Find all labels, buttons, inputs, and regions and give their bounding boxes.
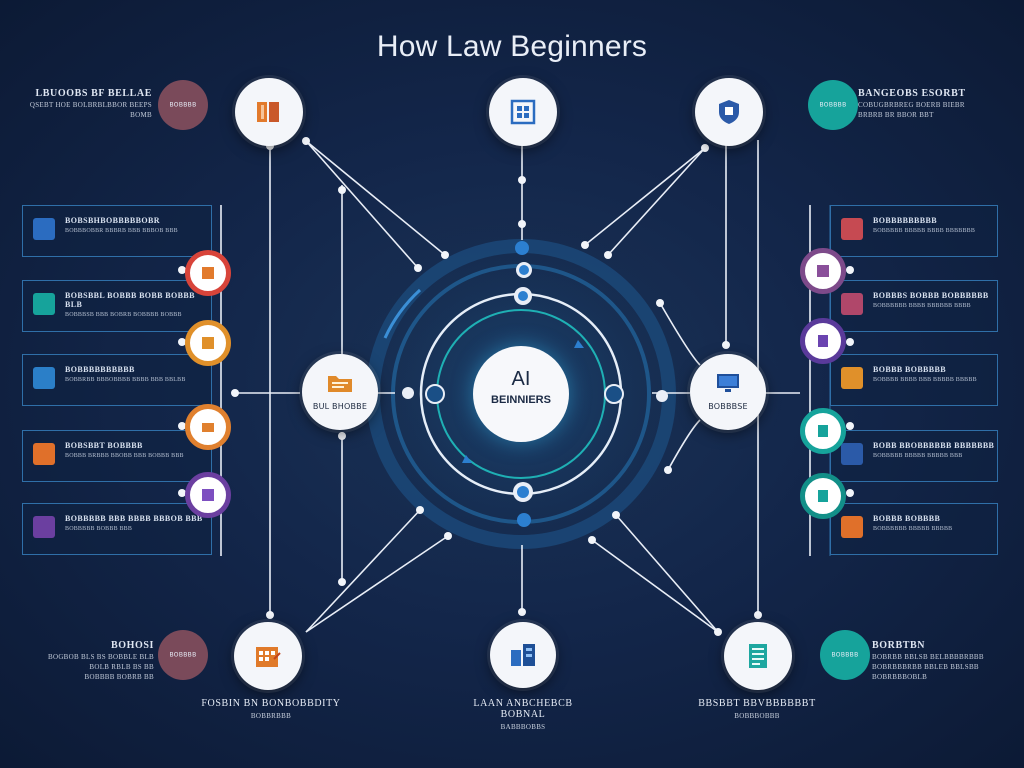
building-icon — [511, 644, 535, 666]
left-panel-4[interactable]: BOBSBBT BOBBBB BOBBB BRBBB BBOBB BBB BOB… — [22, 430, 212, 482]
panel-icon — [33, 367, 55, 389]
ring-small-nodes — [402, 241, 668, 527]
dot-top-right: BOBBBB — [808, 80, 858, 130]
shield-icon — [719, 100, 739, 124]
node-mid-right[interactable]: BOBBBSE — [690, 354, 766, 430]
book-icon — [202, 267, 214, 279]
caption-bottom-left: FOSBIN BN BONBOBBDITY BOBBRBBB — [201, 698, 341, 720]
folder-icon — [202, 423, 214, 432]
grid-icon — [202, 489, 214, 501]
node-top-center[interactable] — [489, 78, 557, 146]
left-badge-1[interactable] — [185, 250, 231, 296]
node-top-left[interactable] — [235, 78, 303, 146]
text-bottom-left: BOHOSI BOGBOB BLS BS BOBBLE BLB BOLB RBL… — [48, 640, 154, 681]
panel-icon — [841, 443, 863, 465]
right-panel-4[interactable]: BOBB BBOBBBBBB BBBBBBB BOBBBBB BBBBB BBB… — [830, 430, 998, 482]
panel-icon — [841, 516, 863, 538]
right-badge-4[interactable] — [800, 473, 846, 519]
document-icon — [749, 644, 767, 668]
right-badge-2[interactable] — [800, 318, 846, 364]
left-badge-4[interactable] — [185, 472, 231, 518]
panel-icon — [33, 443, 55, 465]
center-subtitle: BEINNIERS — [491, 394, 551, 406]
shield-icon — [817, 265, 829, 277]
connector-lines — [220, 140, 831, 633]
right-panel-5[interactable]: BOBBB BOBBBB BOBBBBBB BBBBB BBBBB — [830, 503, 998, 555]
left-badge-2[interactable] — [185, 320, 231, 366]
left-panel-3[interactable]: BOBBBBBBBBBB BOBBRBB BBBOBBBB BBBB BBB B… — [22, 354, 212, 406]
page-title: How Law Beginners — [376, 30, 648, 63]
node-bottom-center[interactable] — [490, 622, 556, 688]
dot-bottom-left: BOBBBB — [158, 630, 208, 680]
left-panel-1[interactable]: BOBSBHBOBBBBBOBR BOBBBOBBR BBBRB BBB BBB… — [22, 205, 212, 257]
panel-icon — [33, 293, 55, 315]
ring-arc-accent — [383, 288, 422, 339]
building-icon — [818, 425, 828, 437]
caption-bottom-center: LAAN ANBCHEBCB BOBNAL BABBBOBBS — [473, 698, 573, 731]
right-panel-1[interactable]: BOBBBBBBBBB BOBBBBB BBBBB BBBB BBBBBBB — [830, 205, 998, 257]
node-bottom-right[interactable] — [724, 622, 792, 690]
calendar-icon — [202, 337, 214, 349]
right-panel-2[interactable]: BOBBBS BOBBB BOBBBBBB BOBBBBBB BBBB BBBB… — [830, 280, 998, 332]
dot-bottom-right: BOBBBB — [820, 630, 870, 680]
caption-bottom-right: BBSBBT BBVBBBBBBT BOBBBOBBB — [698, 698, 816, 720]
left-panel-2[interactable]: BOBSBBL BOBBB BOBB BOBBB BLB BOBBBSB BBB… — [22, 280, 212, 332]
mid-right-label: BOBBBSE — [708, 402, 748, 411]
right-panel-3[interactable]: BOBBB BOBBBBB BOBBBB BBBB BBB BBBBB BBBB… — [830, 354, 998, 406]
grid-icon — [510, 99, 536, 125]
center-title: AI — [511, 368, 531, 390]
mid-left-label: BUL BHOBBE — [312, 402, 368, 411]
left-panel-5[interactable]: BOBBBBB BBB BBBB BBBOB BBB BOBBBBB BOBBB… — [22, 503, 212, 555]
calendar-icon — [256, 647, 281, 667]
text-top-right: BANGEOBS ESORBT COBUGBRBREG BOERB BIEBR … — [858, 88, 966, 119]
book-icon — [257, 102, 279, 122]
panel-icon — [33, 516, 55, 538]
connector-endpoints — [178, 137, 854, 636]
panel-icon — [841, 218, 863, 240]
panel-icon — [841, 293, 863, 315]
node-mid-left[interactable]: BUL BHOBBE — [302, 354, 378, 430]
node-top-right[interactable] — [695, 78, 763, 146]
left-badge-3[interactable] — [185, 404, 231, 450]
document-icon — [818, 490, 828, 502]
right-badge-3[interactable] — [800, 408, 846, 454]
node-bottom-left[interactable] — [234, 622, 302, 690]
center-hub: AI BEINNIERS — [473, 346, 569, 442]
text-top-left: LBUOOBS BF BELLAE QSEBT HOE BOLBRBLBBOR … — [29, 88, 152, 119]
panel-icon — [841, 367, 863, 389]
text-bottom-right: BORBTBN BOBRBB BBLSB BELBBBBRBBB BOBRBBB… — [872, 640, 984, 681]
folder-icon — [328, 375, 352, 392]
dot-top-left: BOBBBB — [158, 80, 208, 130]
right-badge-1[interactable] — [800, 248, 846, 294]
monitor-icon — [717, 373, 739, 392]
panel-icon — [33, 218, 55, 240]
document-icon — [818, 335, 828, 347]
